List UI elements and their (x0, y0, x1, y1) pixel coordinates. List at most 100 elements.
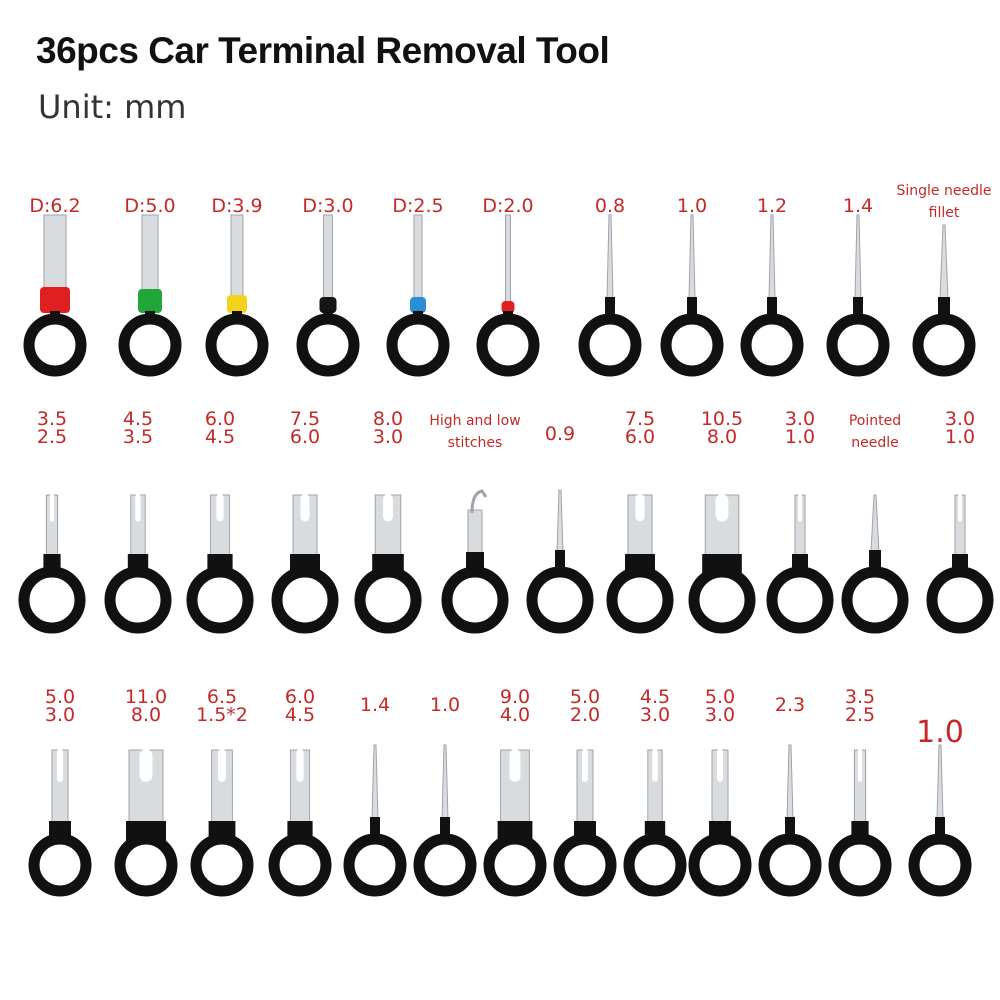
removal-tool[interactable] (354, 494, 422, 634)
size-label-line: 3.0 (944, 408, 976, 430)
ring-neck (440, 817, 450, 843)
removal-tool[interactable] (23, 214, 87, 377)
removal-tool[interactable] (926, 494, 994, 634)
removal-tool[interactable] (186, 494, 254, 634)
size-label: 1.4 (359, 694, 391, 716)
removal-tool[interactable] (758, 744, 822, 897)
removal-tool[interactable] (688, 494, 756, 634)
size-label: D:2.5 (392, 197, 443, 216)
metal-tube (141, 214, 159, 292)
removal-tool[interactable] (766, 494, 834, 634)
removal-tool[interactable] (660, 214, 724, 377)
ring-handle (413, 833, 477, 897)
size-label-line: 1.5*2 (196, 704, 248, 726)
ring-handle (18, 566, 86, 634)
removal-tool[interactable] (114, 749, 178, 897)
size-label-line: D:5.0 (124, 195, 176, 217)
removal-tool[interactable] (526, 489, 594, 634)
removal-tool[interactable] (606, 494, 674, 634)
needle-blade (768, 214, 776, 300)
size-label: 1.4 (843, 197, 873, 216)
size-label-line: 6.0 (284, 686, 316, 708)
removal-tool[interactable] (476, 214, 540, 377)
removal-tool[interactable] (740, 214, 804, 377)
size-label-line: 2.5 (844, 704, 876, 726)
fork-slot (635, 494, 645, 522)
fork-slot (383, 494, 393, 522)
removal-tool[interactable] (205, 214, 269, 377)
size-label-line: 3.5 (844, 686, 876, 708)
fork-slot (49, 494, 55, 522)
size-label-line: 2.0 (569, 704, 601, 726)
size-label-line: 4.5 (122, 408, 154, 430)
removal-tool[interactable] (578, 214, 642, 377)
size-label-line: 8.0 (372, 408, 404, 430)
ring-handle (758, 833, 822, 897)
removal-tool[interactable] (483, 749, 547, 897)
removal-tool[interactable] (18, 494, 86, 634)
fork-slot (218, 749, 226, 782)
size-label-line: 7.5 (624, 408, 656, 430)
ring-handle (476, 313, 540, 377)
fork-slot (857, 749, 863, 782)
removal-tool[interactable] (826, 214, 890, 377)
removal-tool[interactable] (118, 214, 182, 377)
size-label-line: 3.0 (704, 704, 736, 726)
size-label: D:3.9 (211, 195, 263, 217)
size-label-line: 10.5 (700, 408, 744, 430)
removal-tool[interactable] (828, 749, 892, 897)
ring-handle (623, 833, 687, 897)
removal-tool[interactable] (190, 749, 254, 897)
removal-tool[interactable] (386, 214, 450, 377)
ring-neck (853, 297, 863, 323)
hook-tip (470, 489, 488, 514)
metal-tube (43, 214, 67, 290)
removal-tool[interactable] (841, 494, 909, 634)
removal-tool[interactable] (343, 744, 407, 897)
removal-tool[interactable] (413, 744, 477, 897)
ring-neck (785, 817, 795, 843)
needle-blade (936, 744, 944, 820)
size-label-line: 4.5 (284, 704, 316, 726)
removal-tool[interactable] (623, 749, 687, 897)
removal-tool[interactable] (271, 494, 339, 634)
size-label-line: 7.5 (289, 408, 321, 430)
removal-tool[interactable] (441, 489, 509, 634)
ring-handle (114, 833, 178, 897)
size-label: 1.0 (430, 696, 460, 715)
ring-handle (190, 833, 254, 897)
removal-tool[interactable] (104, 494, 172, 634)
ring-handle (186, 566, 254, 634)
size-label-line: D:3.9 (211, 195, 263, 217)
ring-handle (28, 833, 92, 897)
removal-tool[interactable] (268, 749, 332, 897)
size-label-line: 5.0 (569, 686, 601, 708)
size-label-line: 3.0 (784, 408, 816, 430)
removal-tool[interactable] (296, 214, 360, 377)
color-cap (40, 287, 70, 313)
removal-tool[interactable] (28, 749, 92, 897)
removal-tool[interactable] (553, 749, 617, 897)
removal-tool[interactable] (908, 744, 972, 897)
ring-handle (740, 313, 804, 377)
size-label-line: 4.5 (204, 426, 236, 448)
size-label-line: 6.0 (289, 426, 321, 448)
hook-blade (467, 509, 483, 556)
size-label-line: 6.0 (204, 408, 236, 430)
size-label-line: 6.0 (624, 426, 656, 448)
ring-neck (767, 297, 777, 323)
ring-handle (526, 566, 594, 634)
size-label-line: fillet (928, 205, 960, 221)
removal-tool[interactable] (688, 749, 752, 897)
removal-tool[interactable] (912, 224, 976, 377)
size-label-line: 9.0 (499, 686, 531, 708)
ring-handle (386, 313, 450, 377)
size-label-line: 1.4 (359, 694, 391, 716)
